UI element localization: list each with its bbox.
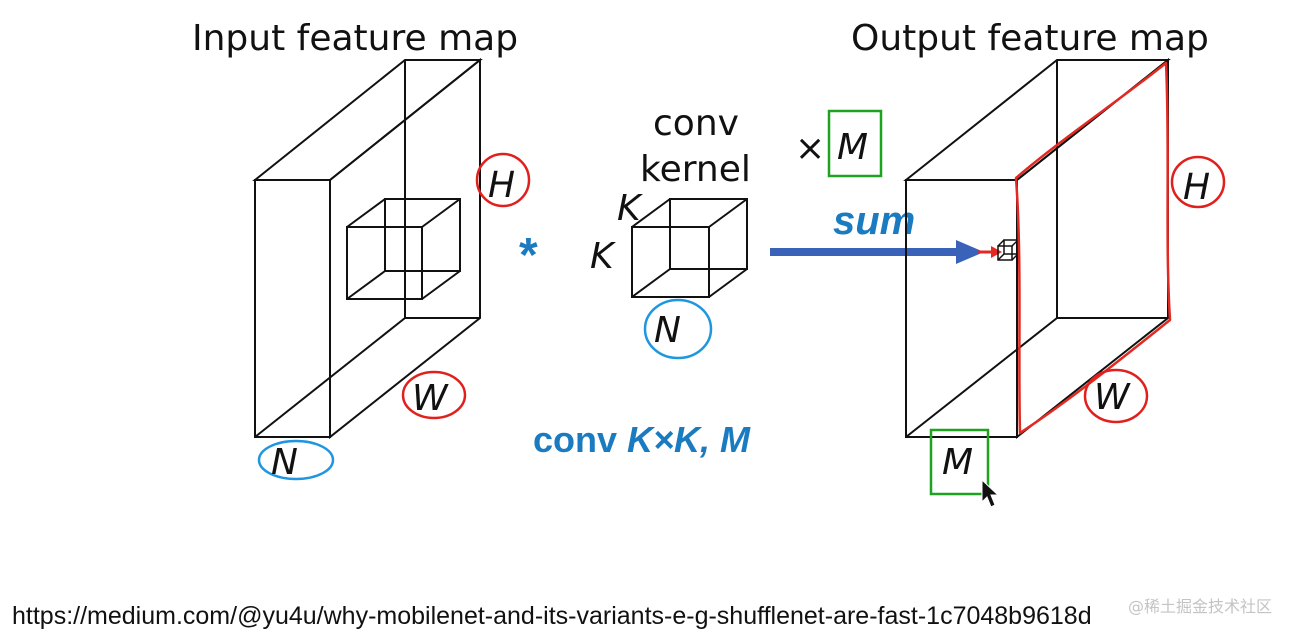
source-url: https://medium.com/@yu4u/why-mobilenet-a… [12,602,1092,630]
input-h-circle [475,152,531,208]
conv-caption: conv K×K, M [533,419,751,460]
output-h-label: H [1183,167,1210,208]
m-box-bottom [929,428,990,496]
output-w-label: W [1094,377,1131,418]
kernel-k-side-label: K [590,236,616,277]
output-w-circle [1083,368,1149,424]
input-w-label: W [412,378,449,419]
kernel-label-line1: conv [653,103,739,144]
input-n-label: N [271,442,298,483]
m-box-top [827,109,883,178]
input-h-label: H [488,165,515,206]
watermark: @稀土掘金技术社区 [1127,597,1272,616]
conv-caption-prefix: conv [533,419,627,460]
input-n-circle [257,439,335,481]
sum-arrow [770,240,1002,264]
kernel-n-label: N [654,310,681,351]
sum-label: sum [833,199,915,243]
mouse-cursor-icon [981,478,1000,508]
kernel-label-line2: kernel [640,149,751,190]
convolution-operator: * [519,229,538,282]
kernel-n-circle [643,298,713,360]
input-w-circle [401,370,467,420]
output-h-circle [1170,155,1226,209]
output-slice-highlight [1014,61,1172,435]
input-kernel-cube [346,198,461,300]
multiplier-m-label: M [837,127,868,168]
input-map-title: Input feature map [192,18,518,59]
conv-caption-params: K×K, M [627,419,751,460]
conv-kernel-cube [631,198,748,298]
multiply-sign: × [795,128,825,169]
input-feature-map-box [252,57,483,440]
output-m-label: M [942,442,973,483]
output-pixel-cube [997,239,1019,261]
output-map-title: Output feature map [851,18,1209,59]
